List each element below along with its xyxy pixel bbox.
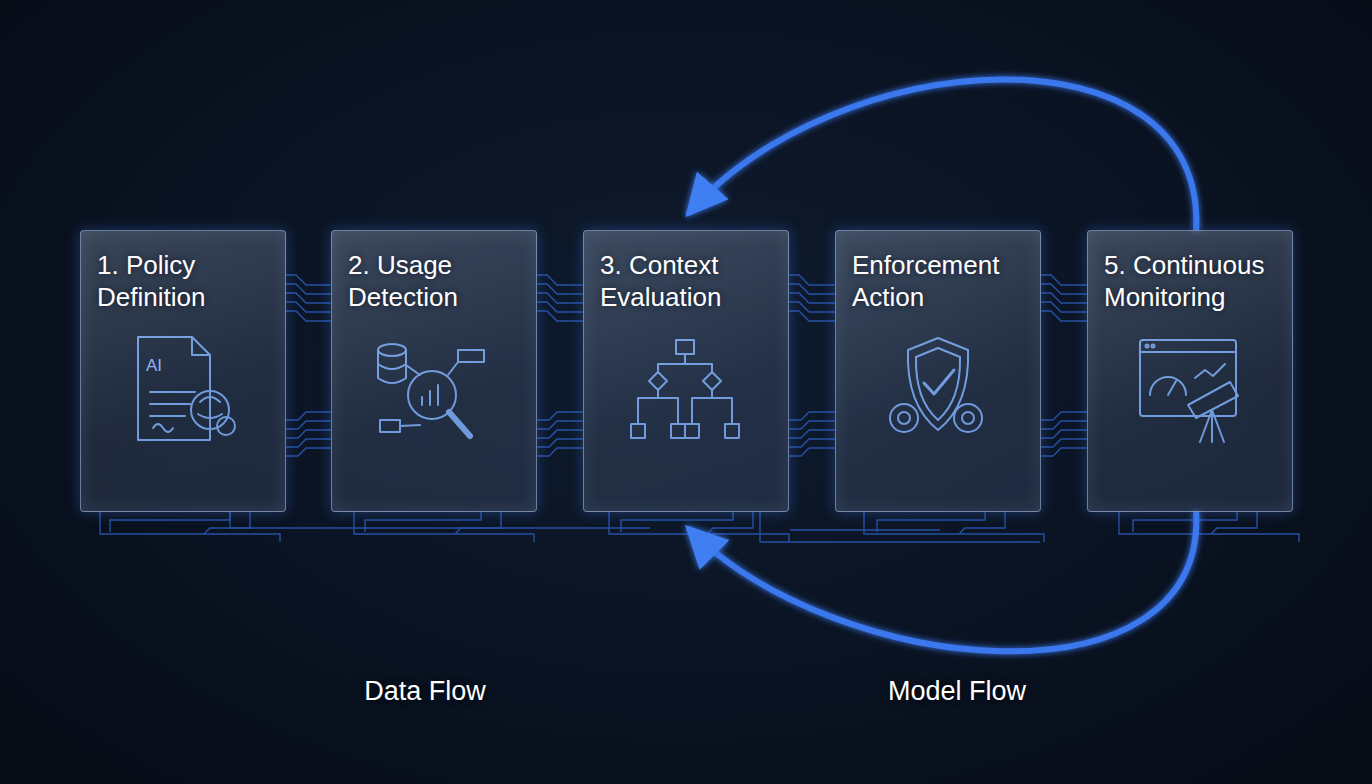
step-title: 5. Continuous Monitoring: [1104, 249, 1278, 313]
process-box: 3. Context Evaluation: [583, 230, 789, 512]
icon-text: AI: [146, 356, 162, 376]
flow-label: Model Flow: [888, 676, 1026, 707]
flow-arrow: [789, 367, 835, 376]
step-title: 2. Usage Detection: [348, 249, 522, 313]
process-box: 2. Usage Detection: [331, 230, 537, 512]
flow-arrow: [1041, 367, 1087, 376]
step-title: 3. Context Evaluation: [600, 249, 774, 313]
step-title: Enforcement Action: [852, 249, 1026, 313]
process-box: 1. Policy Definition: [80, 230, 286, 512]
process-box: Enforcement Action: [835, 230, 1041, 512]
flow-arrow: [537, 367, 583, 376]
feedback-loop-arrow: [688, 512, 1196, 651]
flow-arrow: [286, 367, 331, 376]
feedback-loop-arrow: [688, 79, 1196, 230]
process-box: 5. Continuous Monitoring: [1087, 230, 1293, 512]
flow-label: Data Flow: [364, 676, 486, 707]
step-title: 1. Policy Definition: [97, 249, 271, 313]
